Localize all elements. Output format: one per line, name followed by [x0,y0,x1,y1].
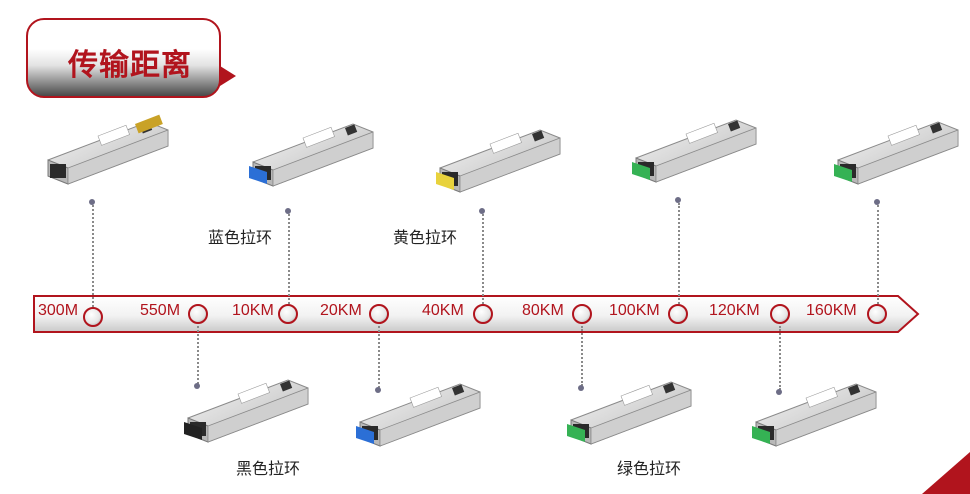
sfp-module-icon [748,372,888,466]
connector-dot [375,387,381,393]
connector-100km [678,203,680,304]
connector-40km [482,214,484,304]
connector-550m [197,326,199,384]
sfp-module-icon [352,372,492,466]
connector-160km [877,205,879,304]
distance-label-10km: 10KM [232,302,274,319]
page-title: 传输距离 [68,48,192,83]
distance-label-40km: 40KM [422,302,464,319]
timeline-node-100km [668,304,688,324]
connector-dot [285,208,291,214]
sfp-module-icon [563,370,703,464]
distance-label-80km: 80KM [522,302,564,319]
caption-yellow-pull: 黄色拉环 [393,228,458,247]
timeline-node-20km [369,304,389,324]
timeline-node-120km [770,304,790,324]
caption-black-pull: 黑色拉环 [236,459,301,478]
title-tab: 传输距离 [26,18,236,98]
timeline-node-80km [572,304,592,324]
timeline-node-550m [188,304,208,324]
distance-label-300m: 300M [38,302,79,319]
timeline-node-10km [278,304,298,324]
connector-dot [194,383,200,389]
sfp-module-icon [245,112,385,206]
connector-dot [776,389,782,395]
timeline-node-300m [83,307,103,327]
distance-label-20km: 20KM [320,302,362,319]
connector-dot [89,199,95,205]
connector-80km [581,326,583,386]
connector-120km [779,326,781,390]
connector-10km [288,214,290,304]
distance-label-120km: 120KM [709,302,760,319]
sfp-module-icon [40,110,180,204]
connector-dot [675,197,681,203]
caption-blue-pull: 蓝色拉环 [208,228,273,247]
connector-dot [578,385,584,391]
connector-dot [479,208,485,214]
distance-label-100km: 100KM [609,302,660,319]
caption-green-pull: 绿色拉环 [617,459,682,478]
distance-label-550m: 550M [140,302,181,319]
distance-label-160km: 160KM [806,302,857,319]
sfp-module-icon [432,118,572,212]
timeline-node-160km [867,304,887,324]
sfp-module-icon [180,368,320,462]
connector-dot [874,199,880,205]
sfp-module-icon [830,110,970,204]
connector-20km [378,326,380,388]
sfp-module-icon [628,108,768,202]
timeline-node-40km [473,304,493,324]
connector-300m [92,205,94,307]
corner-decoration [922,452,970,494]
